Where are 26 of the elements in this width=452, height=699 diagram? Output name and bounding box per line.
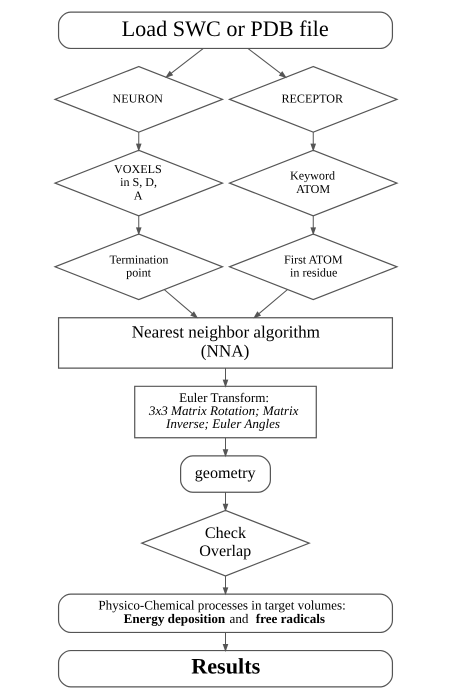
arrow [222,632,228,652]
node-diamond: First ATOM in residue [228,233,399,300]
arrow [165,48,204,78]
arrow [136,132,142,152]
node-box: Results [58,650,394,688]
arrow [222,492,228,512]
node-diamond: Termination point [53,233,224,300]
node-box: geometry [180,455,271,493]
arrow [248,48,287,78]
arrow [222,368,228,388]
arrow [310,216,316,236]
arrow [136,216,142,236]
node-diamond: NEURON [53,66,224,133]
node-diamond: RECEPTOR [228,66,399,133]
arrow [164,289,198,319]
arrow [253,289,288,319]
arrow [310,132,316,152]
node-box: Load SWC or PDB file [58,12,394,50]
node-diamond: Check Overlap [140,510,311,577]
arrow [222,438,228,458]
node-box: Nearest neighbor algorithm (NNA) [58,317,394,369]
node-box: Physico-Chemical processes in target volumes: Energy deposition and free radicals [58,594,394,634]
node-diamond: VOXELS in S, D, A [53,150,224,216]
arrow [222,576,228,596]
node-diamond: Keyword ATOM [228,150,399,216]
node-box: Euler Transform: 3x3 Matrix Rotation; Matrix Inverse; Euler Angles [134,386,317,438]
